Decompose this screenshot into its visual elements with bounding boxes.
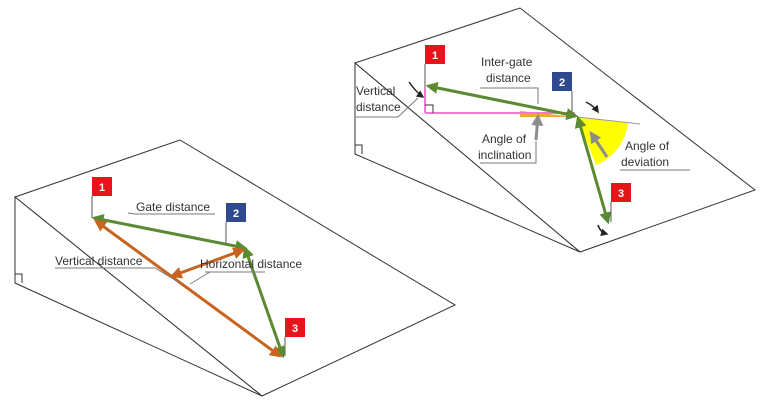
right-inclination-label-line1: Angle of [482, 132, 527, 146]
left-gate-3-flag [285, 318, 305, 337]
left-horizontal-distance-label: Horizontal distance [200, 257, 302, 271]
right-inclination-leader [480, 141, 537, 164]
right-gate-1-flag [425, 45, 445, 64]
left-gate-1-number: 1 [99, 182, 105, 194]
right-gate-1-turn-arrow [408, 81, 425, 98]
left-long-orange-arrow [94, 219, 282, 358]
right-gate-2-turn-arrow [585, 101, 599, 114]
right-vertical-distance-label-line2: distance [356, 100, 401, 114]
right-inclination-label-line2: inclination [478, 148, 531, 162]
right-gate-3-flag [611, 183, 631, 202]
left-horizontal-distance-arrow [169, 247, 246, 279]
left-gate-3-number: 3 [292, 323, 298, 335]
right-vertical-distance-label-line1: Vertical [356, 84, 395, 98]
right-gate-2-number: 2 [559, 77, 565, 89]
right-deviation-label-line1: Angle of [625, 139, 670, 153]
right-vertical-distance-leader [356, 97, 419, 118]
right-gate-3-turn-arrow [597, 224, 609, 236]
right-gate-3-number: 3 [618, 188, 624, 200]
left-horizontal-distance-leader-tail [189, 271, 211, 285]
right-inclination-pointer [531, 113, 544, 141]
right-inter-gate-arrow-2-3 [574, 115, 612, 225]
right-inter-gate-leader [480, 87, 539, 104]
left-gate-2-number: 2 [233, 208, 239, 220]
right-gate-1-number: 1 [432, 50, 438, 62]
right-deviation-label-line2: deviation [621, 155, 669, 169]
right-inter-gate-arrow-1-2 [425, 82, 579, 120]
right-diagram: 1 2 3 Inter-gate distance Vertical dista… [353, 7, 757, 253]
right-inter-gate-label-line2: distance [486, 71, 531, 85]
right-deviation-pointer [589, 131, 609, 158]
right-inter-gate-label-line1: Inter-gate [481, 55, 533, 69]
right-slope [353, 7, 757, 253]
left-gate-distance-leader-tick [127, 212, 136, 215]
left-vertical-distance-label: Vertical distance [55, 254, 143, 268]
left-diagram: 1 2 3 Gate distance Vertical distance Ho… [13, 139, 457, 397]
left-vertical-distance-leader [55, 267, 181, 284]
left-gate-1-flag [92, 177, 112, 196]
left-gate-distance-label: Gate distance [136, 200, 210, 214]
